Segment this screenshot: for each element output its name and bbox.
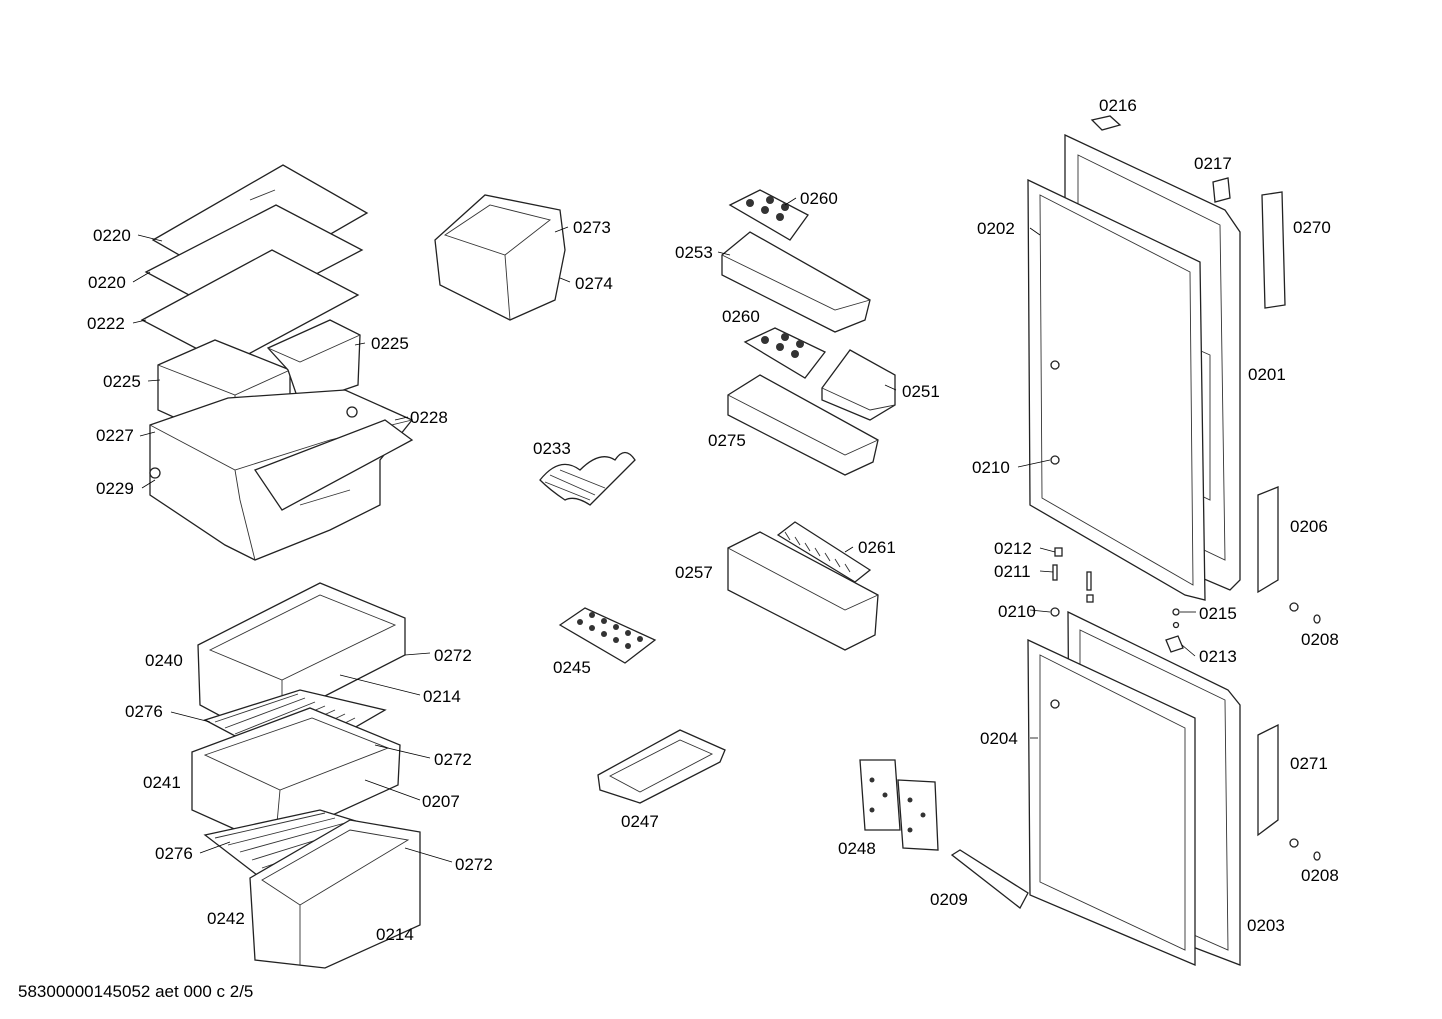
- label-0241: 0241: [143, 773, 181, 792]
- label-0251: 0251: [902, 382, 940, 401]
- door-rack-0275: [727, 374, 879, 476]
- label-0261: 0261: [858, 538, 896, 557]
- label-0214-bottom: 0214: [376, 925, 414, 944]
- label-0210-upper: 0210: [972, 458, 1010, 477]
- label-0242: 0242: [207, 909, 245, 928]
- label-0270: 0270: [1293, 218, 1331, 237]
- drawer-0242: [249, 819, 421, 969]
- label-0274: 0274: [575, 274, 613, 293]
- label-0215: 0215: [1199, 604, 1237, 623]
- label-0276-bottom: 0276: [155, 844, 193, 863]
- label-0220-top: 0220: [93, 226, 131, 245]
- label-0272-mid: 0272: [434, 750, 472, 769]
- label-0245: 0245: [553, 658, 591, 677]
- flap-0228: [254, 419, 414, 511]
- label-0225-right: 0225: [371, 334, 409, 353]
- strip-0209: [950, 849, 1029, 909]
- label-0213: 0213: [1199, 647, 1237, 666]
- bottle-rack-0257: [727, 531, 879, 651]
- label-0202: 0202: [977, 219, 1015, 238]
- drawer-0240: [197, 582, 406, 746]
- label-0209: 0209: [930, 890, 968, 909]
- label-0228: 0228: [410, 408, 448, 427]
- ice-tray-0245: [558, 607, 657, 664]
- document-code: 58300000145052 aet 000 c 2/5: [18, 982, 254, 1001]
- label-0257: 0257: [675, 563, 713, 582]
- label-0260-top: 0260: [800, 189, 838, 208]
- butter-box-0251: [821, 349, 896, 421]
- label-0233: 0233: [533, 439, 571, 458]
- label-0217: 0217: [1194, 154, 1232, 173]
- label-0276-top: 0276: [125, 702, 163, 721]
- label-0253: 0253: [675, 243, 713, 262]
- label-0273: 0273: [573, 218, 611, 237]
- label-0206: 0206: [1290, 517, 1328, 536]
- label-0210-lower: 0210: [998, 602, 1036, 621]
- label-0216: 0216: [1099, 96, 1137, 115]
- label-0275: 0275: [708, 431, 746, 450]
- label-0240: 0240: [145, 651, 183, 670]
- label-0227: 0227: [96, 426, 134, 445]
- door-parts-small: [1050, 115, 1321, 861]
- label-0229: 0229: [96, 479, 134, 498]
- label-0260-mid: 0260: [722, 307, 760, 326]
- egg-tray-0233: [539, 451, 636, 506]
- label-0208-lower: 0208: [1301, 866, 1339, 885]
- label-0212: 0212: [994, 539, 1032, 558]
- bottle-holder-0261: [776, 521, 872, 583]
- label-0214-top: 0214: [423, 687, 461, 706]
- label-0204: 0204: [980, 729, 1018, 748]
- leader-lines: [132, 197, 1196, 863]
- label-0247: 0247: [621, 812, 659, 831]
- door-seal-0202: [1027, 178, 1206, 601]
- label-0272-bottom: 0272: [455, 855, 493, 874]
- drawer-0225-right: [266, 319, 361, 406]
- label-0208-upper: 0208: [1301, 630, 1339, 649]
- label-0248: 0248: [838, 839, 876, 858]
- label-0203: 0203: [1247, 916, 1285, 935]
- label-0225-left: 0225: [103, 372, 141, 391]
- label-0220-mid: 0220: [88, 273, 126, 292]
- egg-tray-0260-top: [728, 189, 809, 241]
- label-0222: 0222: [87, 314, 125, 333]
- tray-0247: [597, 729, 726, 804]
- label-0271: 0271: [1290, 754, 1328, 773]
- door-rack-0253: [721, 231, 871, 333]
- container-0273-0274: [434, 194, 566, 321]
- cold-packs-0248: [859, 759, 939, 851]
- label-0201: 0201: [1248, 365, 1286, 384]
- egg-tray-0260-mid: [743, 327, 827, 379]
- label-0207: 0207: [422, 792, 460, 811]
- door-seal-0204: [1027, 638, 1196, 966]
- label-0272-top: 0272: [434, 646, 472, 665]
- label-0211: 0211: [994, 562, 1031, 581]
